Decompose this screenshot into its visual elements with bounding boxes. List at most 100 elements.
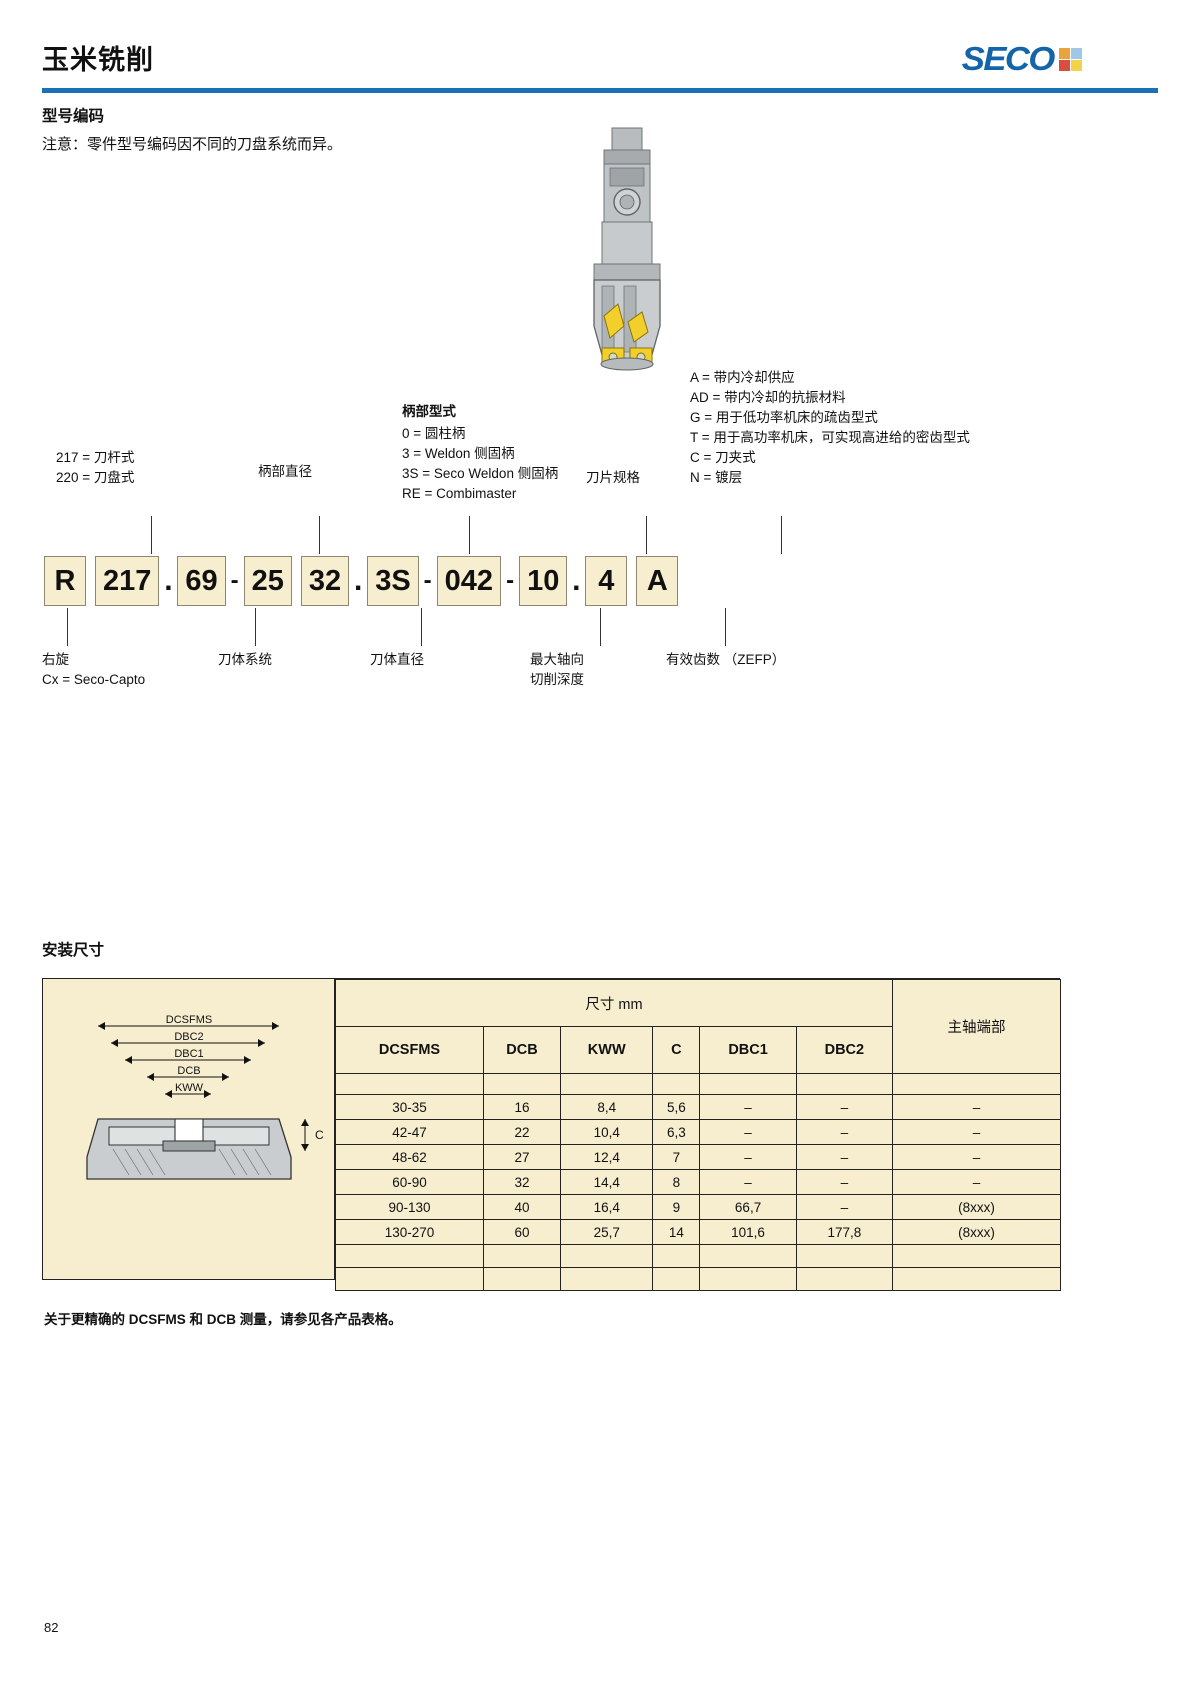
label-body-diameter: 刀体直径 — [370, 652, 424, 667]
table-cell-dbc2: – — [795, 1119, 894, 1145]
table-cell-spindle: (8xxx) — [892, 1219, 1061, 1245]
table-cell-dcsfms: 60-90 — [335, 1169, 484, 1195]
table-cell-empty — [795, 1244, 894, 1268]
table-cell-c: 7 — [652, 1144, 701, 1170]
table-cell-kww: 25,7 — [560, 1219, 654, 1245]
table-cell-empty — [699, 1267, 797, 1291]
table-cell-spindle: – — [892, 1169, 1061, 1195]
leader-line-axial-depth — [600, 608, 602, 646]
col-header-dbc1: DBC1 — [699, 1026, 797, 1074]
table-cell-dcb: 16 — [482, 1094, 562, 1120]
table-cell-dbc1: 66,7 — [699, 1194, 797, 1220]
legend-shank-3: 3 = Weldon 侧固柄 — [402, 446, 515, 461]
table-cell-dcb: 32 — [482, 1169, 562, 1195]
table-cell-dbc1: – — [699, 1169, 797, 1195]
section-mounting-heading: 安装尺寸 — [42, 942, 105, 959]
legend-shank-0: 0 = 圆柱柄 — [402, 426, 466, 441]
col-header-dcsfms: DCSFMS — [335, 1026, 484, 1074]
table-cell-kww: 10,4 — [560, 1119, 654, 1145]
mounting-diagram-cell: DCSFMS DBC2 DBC1 DCB KWW — [43, 979, 335, 1279]
label-insert-size: 刀片规格 — [586, 470, 640, 485]
dimensions-table: 尺寸 mm 主轴端部 DCSFMS DCB KWW C DBC1 DBC2 30… — [335, 979, 1061, 1291]
label-220: 220 = 刀盘式 — [56, 470, 135, 485]
table-cell-kww: 8,4 — [560, 1094, 654, 1120]
table-cell-dcb: 27 — [482, 1144, 562, 1170]
table-cell-empty — [699, 1073, 797, 1095]
code-box-25: 25 — [243, 556, 292, 606]
code-separator: . — [354, 564, 363, 597]
col-header-dbc2: DBC2 — [795, 1026, 894, 1074]
table-cell-empty — [560, 1267, 654, 1291]
leader-line-body-system — [255, 608, 257, 646]
code-box-10: 10 — [519, 556, 568, 606]
seco-logo-squares — [1059, 47, 1082, 71]
table-cell-dbc1: – — [699, 1144, 797, 1170]
legend-shank-3s: 3S = Seco Weldon 侧固柄 — [402, 466, 559, 481]
code-separator: - — [506, 567, 515, 594]
table-cell-empty — [335, 1244, 484, 1268]
table-cell-empty — [335, 1267, 484, 1291]
seco-logo: SECO — [962, 40, 1082, 78]
code-box-R: R — [44, 556, 86, 606]
table-cell-dcb: 40 — [482, 1194, 562, 1220]
table-cell-kww: 14,4 — [560, 1169, 654, 1195]
table-cell-empty — [795, 1267, 894, 1291]
table-cell-dcb: 22 — [482, 1119, 562, 1145]
section-code-note: 注意：零件型号编码因不同的刀盘系统而异。 — [42, 136, 343, 153]
table-cell-dbc1: – — [699, 1094, 797, 1120]
table-cell-dcb: 60 — [482, 1219, 562, 1245]
legend-shank-title: 柄部型式 — [402, 404, 456, 419]
col-header-c: C — [652, 1026, 701, 1074]
label-max-axial-depth-line1: 最大轴向 — [530, 652, 584, 667]
table-cell-spindle: – — [892, 1119, 1061, 1145]
table-cell-dbc2: – — [795, 1194, 894, 1220]
table-cell-empty — [482, 1073, 562, 1095]
milling-cutter-illustration — [580, 126, 700, 396]
code-box-4: 4 — [585, 556, 628, 606]
table-cell-empty — [892, 1267, 1061, 1291]
legend-right-g: G = 用于低功率机床的疏齿型式 — [690, 410, 878, 425]
leader-line-body-dia — [421, 608, 423, 646]
label-body-system: 刀体系统 — [218, 652, 272, 667]
leader-line-shank-type — [469, 516, 471, 554]
table-cell-c: 8 — [652, 1169, 701, 1195]
table-cell-dbc2: – — [795, 1144, 894, 1170]
leader-line-insert-size — [646, 516, 648, 554]
legend-right-n: N = 镀层 — [690, 470, 743, 485]
table-column-header-row: DCSFMS DCB KWW C DBC1 DBC2 — [335, 1026, 1061, 1074]
table-cell-dbc1: 101,6 — [699, 1219, 797, 1245]
table-cell-kww: 12,4 — [560, 1144, 654, 1170]
table-cell-empty — [482, 1267, 562, 1291]
leader-line-shank-dia — [319, 516, 321, 554]
svg-text:DBC1: DBC1 — [174, 1048, 203, 1060]
code-separator: . — [572, 564, 581, 597]
table-cell-dbc2: – — [795, 1094, 894, 1120]
svg-text:KWW: KWW — [175, 1082, 204, 1094]
table-cell-empty — [652, 1244, 701, 1268]
table-cell-dbc2: – — [795, 1169, 894, 1195]
legend-right-c: C = 刀夹式 — [690, 450, 756, 465]
code-box-042: 042 — [436, 556, 502, 606]
code-box-217: 217 — [95, 556, 160, 606]
svg-text:DBC2: DBC2 — [174, 1031, 203, 1043]
leader-line-217 — [151, 516, 153, 554]
table-cell-empty — [892, 1073, 1061, 1095]
table-cell-dcsfms: 48-62 — [335, 1144, 484, 1170]
table-cell-c: 14 — [652, 1219, 701, 1245]
seco-logo-text: SECO — [962, 40, 1055, 77]
label-effective-teeth: 有效齿数 （ZEFP） — [666, 652, 786, 667]
code-box-32: 32 — [300, 556, 350, 606]
col-header-kww: KWW — [560, 1026, 654, 1074]
table-cell-empty — [560, 1244, 654, 1268]
col-header-dcb: DCB — [482, 1026, 562, 1074]
table-empty-row — [335, 1267, 1061, 1291]
table-cell-c: 9 — [652, 1194, 701, 1220]
table-cell-empty — [892, 1244, 1061, 1268]
